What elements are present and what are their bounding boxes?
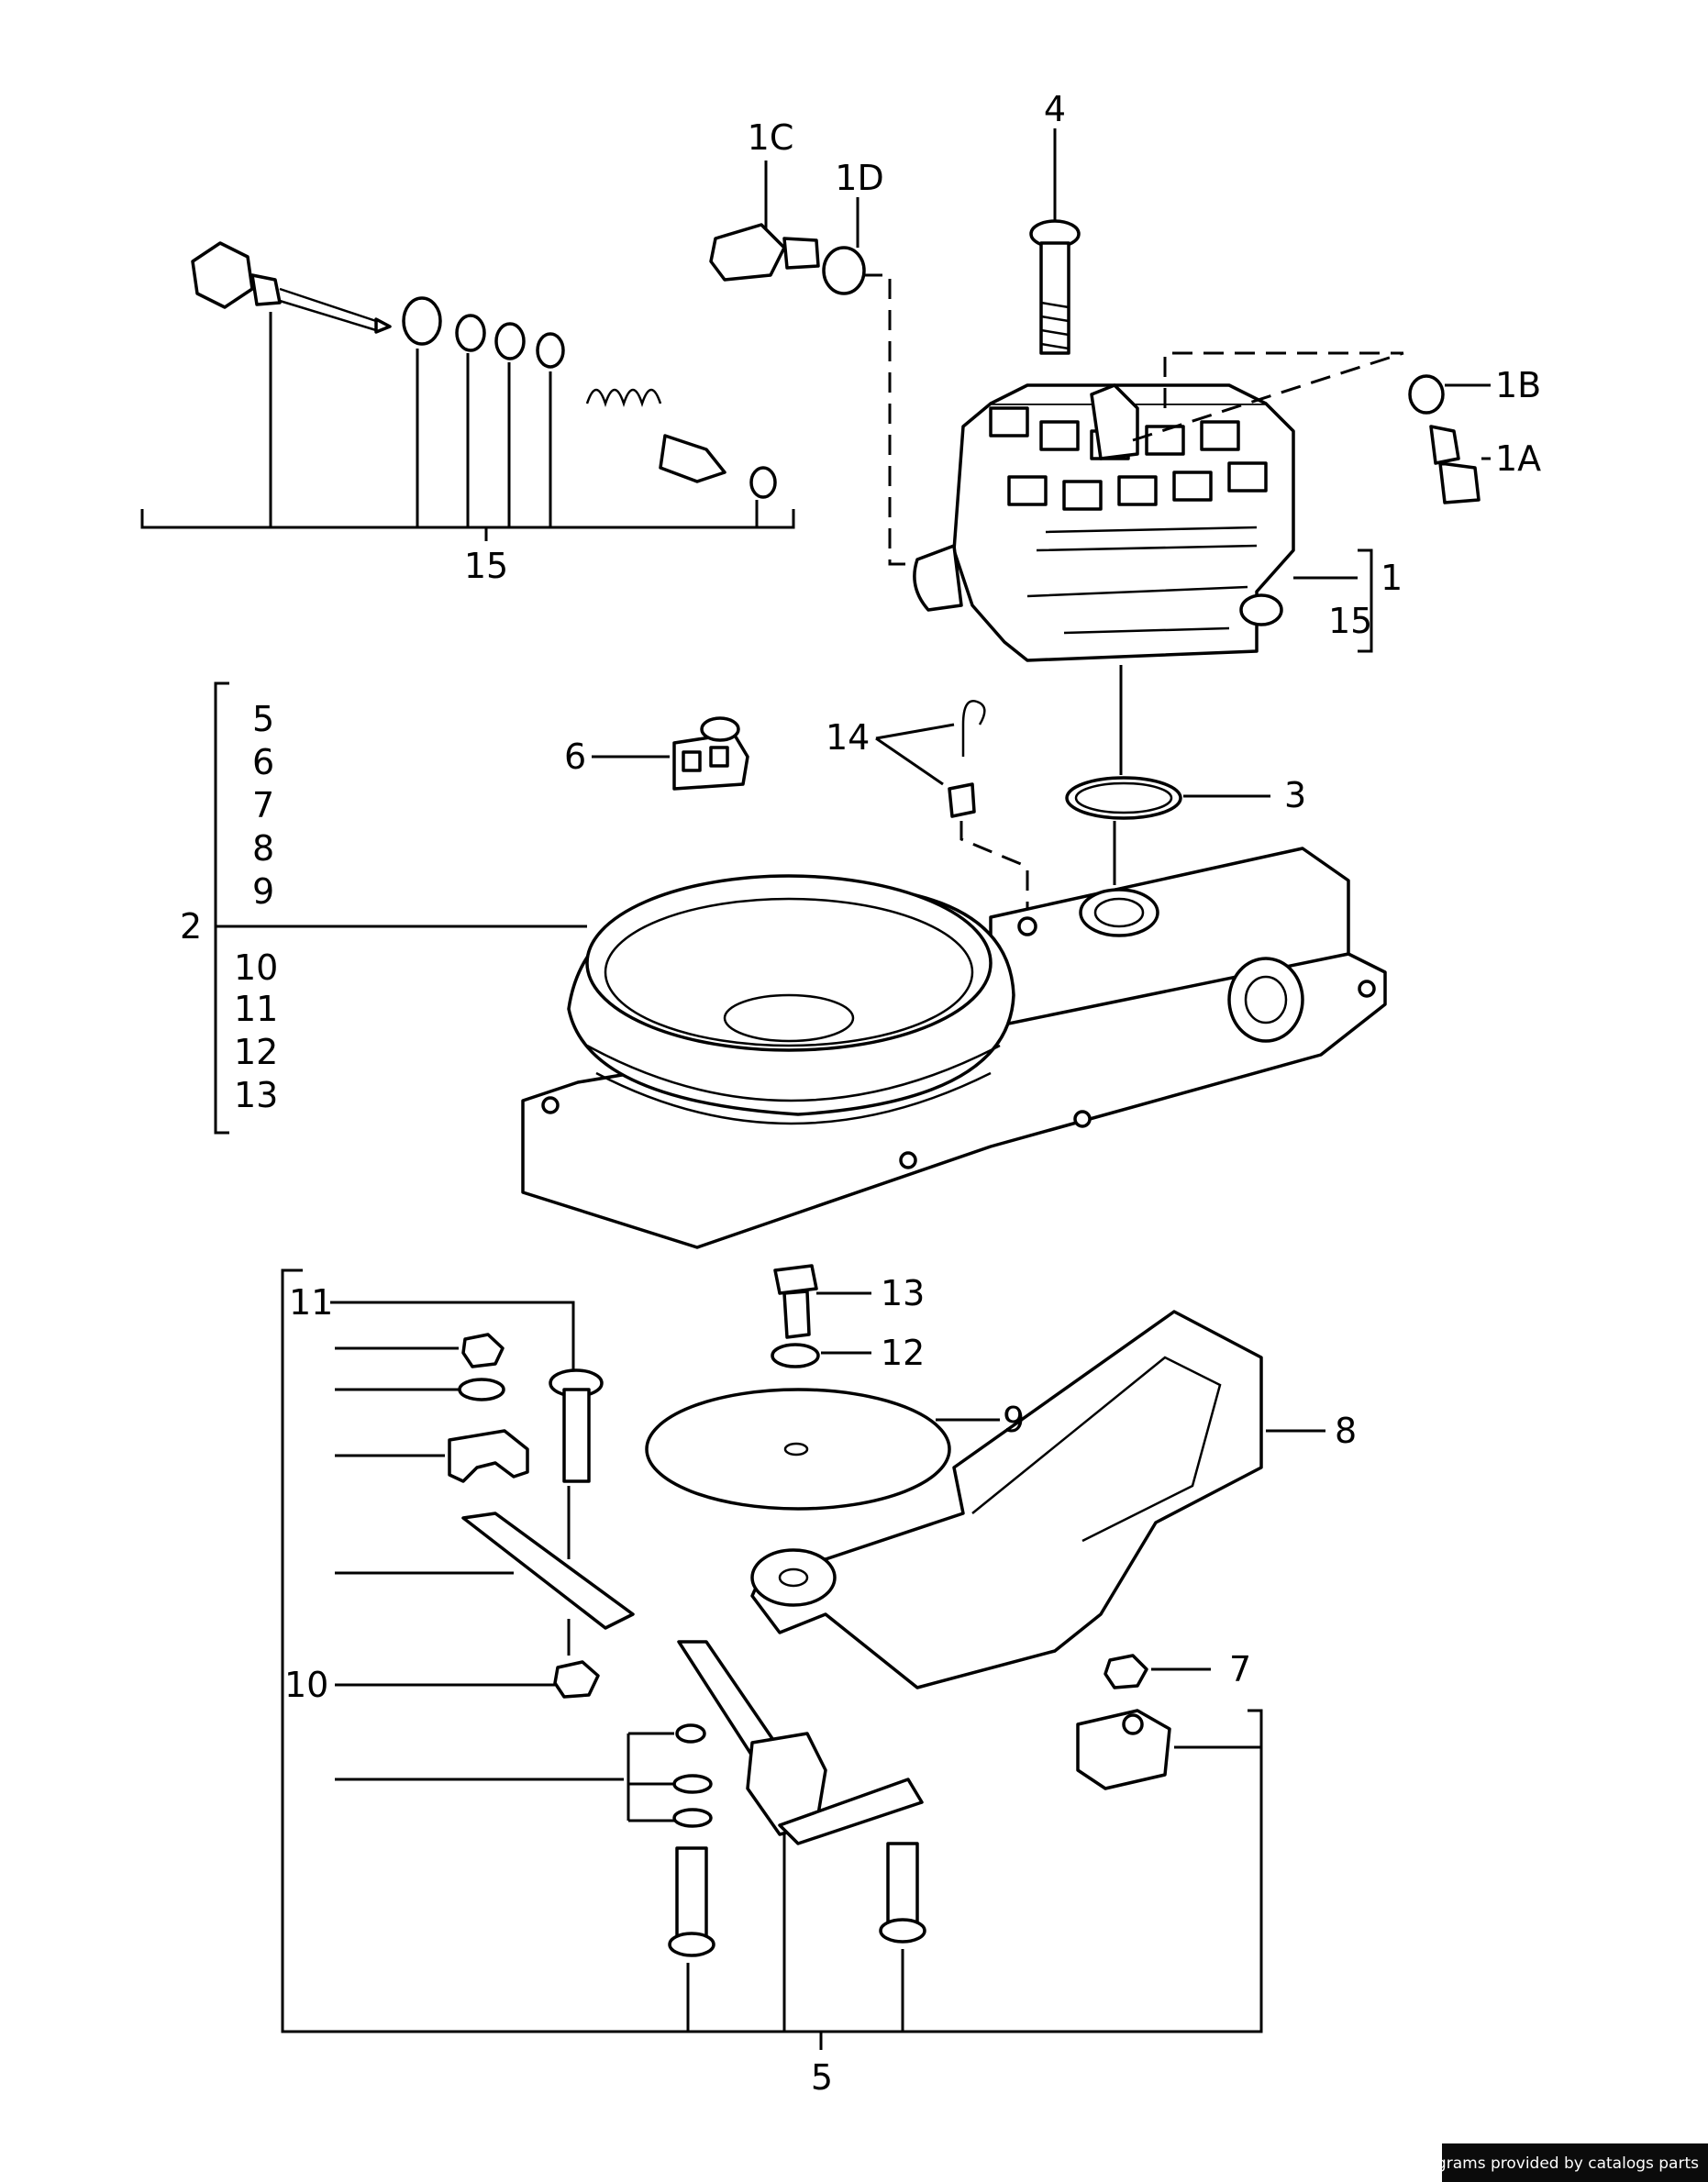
callout-1c: 1C (748, 117, 794, 158)
screw-right (879, 1842, 926, 1944)
callout-6: 6 (564, 737, 586, 777)
callout-8: 8 (1335, 1411, 1357, 1451)
callout-3: 3 (1284, 775, 1306, 815)
o-ring-3 (1065, 776, 1182, 820)
callout-9: 9 (1003, 1400, 1025, 1440)
washer-1d (822, 246, 866, 295)
washer-12 (771, 1343, 820, 1368)
callout-2-sub-13: 13 (234, 1075, 278, 1115)
credit-text: Diagrams provided by catalogs parts (1410, 2154, 1699, 2173)
callout-11: 11 (289, 1282, 333, 1323)
callout-7: 7 (1229, 1649, 1251, 1689)
callout-12: 12 (881, 1333, 925, 1373)
callout-15-top: 15 (464, 546, 508, 586)
credit-bar (1442, 2143, 1708, 2182)
screw-1a (1429, 425, 1481, 504)
screw-left (668, 1846, 715, 1957)
callout-1d: 1D (835, 158, 883, 198)
leader-lines-15-top (140, 312, 795, 541)
callout-1b: 1B (1495, 365, 1541, 405)
callout-2-sub-5: 5 (252, 699, 274, 739)
callout-2-sub-6: 6 (252, 742, 274, 782)
callout-2-sub-12: 12 (234, 1032, 278, 1072)
callout-5: 5 (811, 2057, 833, 2098)
callout-2-sub-8: 8 (252, 828, 274, 869)
connector-6 (672, 716, 749, 791)
nut-7 (1104, 1654, 1148, 1689)
hook-14 (948, 700, 986, 818)
bolt-13 (773, 1264, 818, 1339)
callout-2-sub-10: 10 (234, 947, 278, 988)
callout-10: 10 (284, 1665, 328, 1705)
distributor-head (913, 383, 1295, 662)
callout-2-sub-11: 11 (234, 989, 278, 1029)
callout-2-sub-9: 9 (252, 871, 274, 912)
callout-4: 4 (1044, 89, 1066, 129)
lever-5 (672, 1640, 924, 1845)
callout-1a: 1A (1495, 438, 1541, 479)
callout-1: 1 (1381, 558, 1403, 598)
bolt-11 (549, 1368, 604, 1483)
nut-10 (553, 1660, 600, 1699)
leader-lines-group-5 (281, 1268, 1263, 2050)
arm-8 (750, 1310, 1263, 1689)
block-5 (1076, 1709, 1171, 1790)
callout-14: 14 (826, 717, 870, 758)
callout-13: 13 (881, 1273, 925, 1313)
plate-9 (645, 1388, 951, 1511)
housing-2 (521, 847, 1387, 1249)
washer-1b (1408, 374, 1445, 415)
callout-15-right: 15 (1328, 601, 1372, 641)
callout-2-sub-7: 7 (252, 785, 274, 825)
valve-assembly (191, 241, 777, 499)
left-stack-parts (448, 1333, 635, 1630)
callout-labels: 1C 1D 4 1B 1A 1 15 15 14 6 3 2 5 6 7 8 9… (180, 89, 1541, 2098)
callout-2: 2 (180, 906, 202, 947)
fitting-1c (709, 223, 820, 282)
bolt-4 (1029, 219, 1081, 355)
